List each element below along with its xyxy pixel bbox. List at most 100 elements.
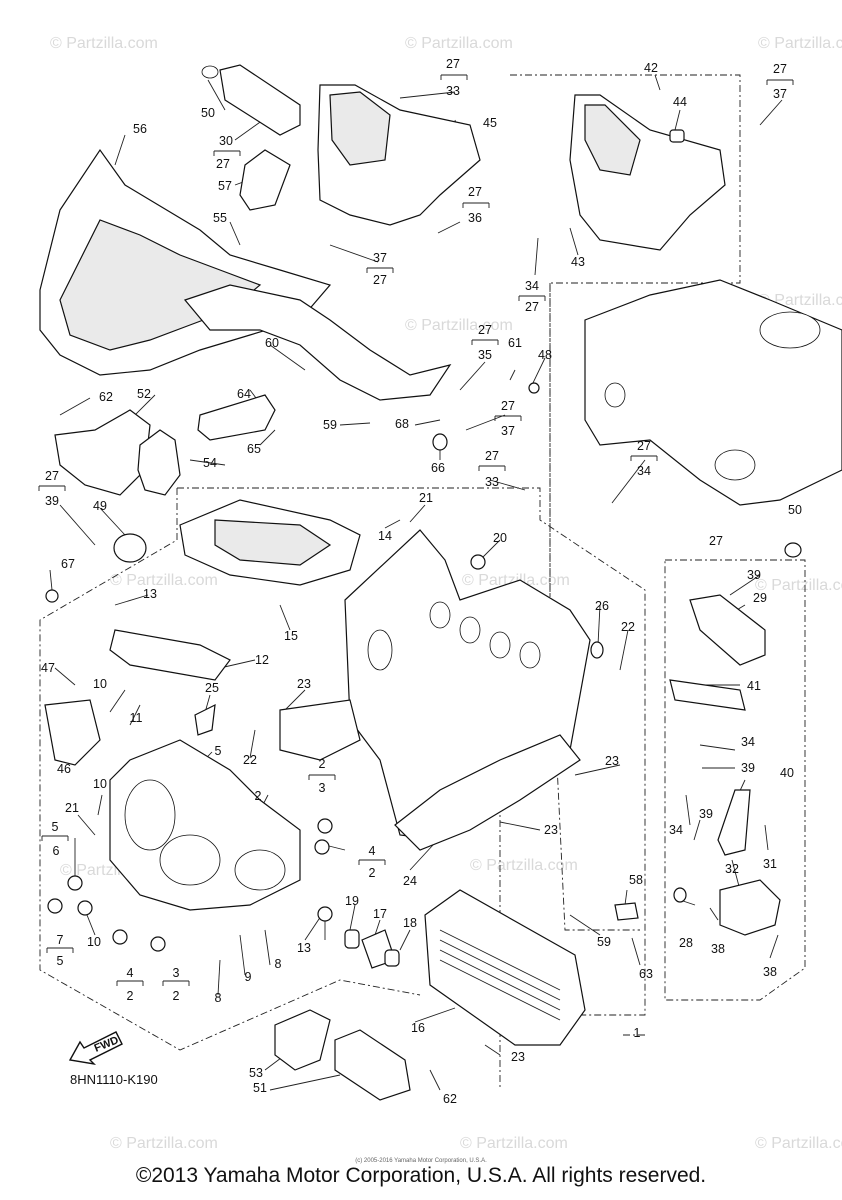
plate-32	[719, 879, 781, 936]
callout-67: 67	[61, 557, 75, 571]
callout-40: 40	[780, 766, 794, 780]
callout-54: 54	[203, 456, 217, 470]
callout-13: 13	[143, 587, 157, 601]
collar-28	[673, 887, 687, 903]
callout-29: 29	[753, 591, 767, 605]
callout-58: 58	[629, 873, 643, 887]
callout-64: 64	[237, 387, 251, 401]
callout-48: 48	[538, 348, 552, 362]
callout-24: 24	[403, 874, 417, 888]
callout-22: 22	[243, 753, 257, 767]
clamp-18	[384, 949, 400, 967]
watermark-text: © Partzilla.com	[755, 1135, 842, 1152]
callout-68: 68	[395, 417, 409, 431]
callout-62: 62	[99, 390, 113, 404]
callout-16: 16	[411, 1021, 425, 1035]
heat-exchanger	[424, 889, 586, 1046]
callout-61: 61	[508, 336, 522, 350]
callout-59: 59	[323, 418, 337, 432]
bracket-57	[239, 149, 291, 211]
callout-34: 34	[525, 279, 539, 293]
callout-50: 50	[201, 106, 215, 120]
callout-18: 18	[403, 916, 417, 930]
watermark-text: © Partzilla.com	[405, 317, 513, 334]
copyright-notice: ©2013 Yamaha Motor Corporation, U.S.A. A…	[135, 1164, 707, 1187]
callout-23: 23	[605, 754, 619, 768]
callout-60: 60	[265, 336, 279, 350]
callout-brackets	[38, 74, 794, 986]
callout-3: 3	[319, 781, 326, 795]
callout-17: 17	[373, 907, 387, 921]
callout-49: 49	[93, 499, 107, 513]
duct-53	[274, 1009, 331, 1071]
callout-45: 45	[483, 116, 497, 130]
callout-2: 2	[173, 989, 180, 1003]
callout-33: 33	[446, 84, 460, 98]
callout-23: 23	[511, 1050, 525, 1064]
watermark-text: © Partzilla.com	[460, 1135, 568, 1152]
nut-67	[45, 589, 59, 603]
bracket-30	[219, 64, 301, 136]
callout-39: 39	[699, 807, 713, 821]
callout-13: 13	[297, 941, 311, 955]
callout-11: 11	[130, 711, 143, 725]
callout-27: 27	[373, 273, 387, 287]
callout-14: 14	[378, 529, 392, 543]
intake-duct	[54, 409, 151, 496]
silencer-51	[334, 1029, 411, 1101]
watermark-text: © Partzilla.com	[462, 572, 570, 589]
callout-36: 36	[468, 211, 482, 225]
callout-15: 15	[284, 629, 298, 643]
cross-bar-12	[109, 629, 231, 681]
bracket-29	[689, 594, 766, 666]
callout-27: 27	[45, 469, 59, 483]
callout-38: 38	[711, 942, 725, 956]
callout-66: 66	[431, 461, 445, 475]
callout-5: 5	[215, 744, 222, 758]
side-rail	[394, 734, 581, 851]
callout-19: 19	[345, 894, 359, 908]
callout-2: 2	[319, 757, 326, 771]
callout-1: 1	[634, 1026, 641, 1040]
callout-26: 26	[595, 599, 609, 613]
callout-39: 39	[45, 494, 59, 508]
callout-50: 50	[788, 503, 802, 517]
callout-27: 27	[485, 449, 499, 463]
callout-2: 2	[369, 866, 376, 880]
callout-9: 9	[245, 970, 252, 984]
callout-59: 59	[597, 935, 611, 949]
callout-37: 37	[773, 87, 787, 101]
callout-39: 39	[741, 761, 755, 775]
grommet-50	[784, 542, 802, 558]
callout-42: 42	[644, 61, 658, 75]
callout-2: 2	[255, 789, 262, 803]
callout-8: 8	[275, 957, 282, 971]
callout-20: 20	[493, 531, 507, 545]
callout-35: 35	[478, 348, 492, 362]
strap-41	[669, 679, 746, 711]
callout-22: 22	[621, 620, 635, 634]
callout-46: 46	[57, 762, 71, 776]
plate-54	[137, 429, 181, 496]
callout-25: 25	[205, 681, 219, 695]
callout-4: 4	[127, 966, 134, 980]
callout-27: 27	[773, 62, 787, 76]
callout-5: 5	[52, 820, 59, 834]
callout-10: 10	[93, 677, 107, 691]
watermark-text: © Partzilla.com	[755, 577, 842, 594]
callout-39: 39	[747, 568, 761, 582]
bracket-40	[717, 789, 751, 856]
callout-56: 56	[133, 122, 147, 136]
callout-23: 23	[544, 823, 558, 837]
callout-41: 41	[747, 679, 761, 693]
watermark-text: © Partzilla.com	[758, 35, 842, 52]
callout-65: 65	[247, 442, 261, 456]
fwd-arrow-icon: FWD	[66, 1030, 124, 1071]
callout-27: 27	[525, 300, 539, 314]
callout-28: 28	[679, 936, 693, 950]
callout-27: 27	[709, 534, 723, 548]
callout-12: 12	[255, 653, 269, 667]
parts-layer	[39, 64, 842, 1101]
callout-21: 21	[419, 491, 433, 505]
